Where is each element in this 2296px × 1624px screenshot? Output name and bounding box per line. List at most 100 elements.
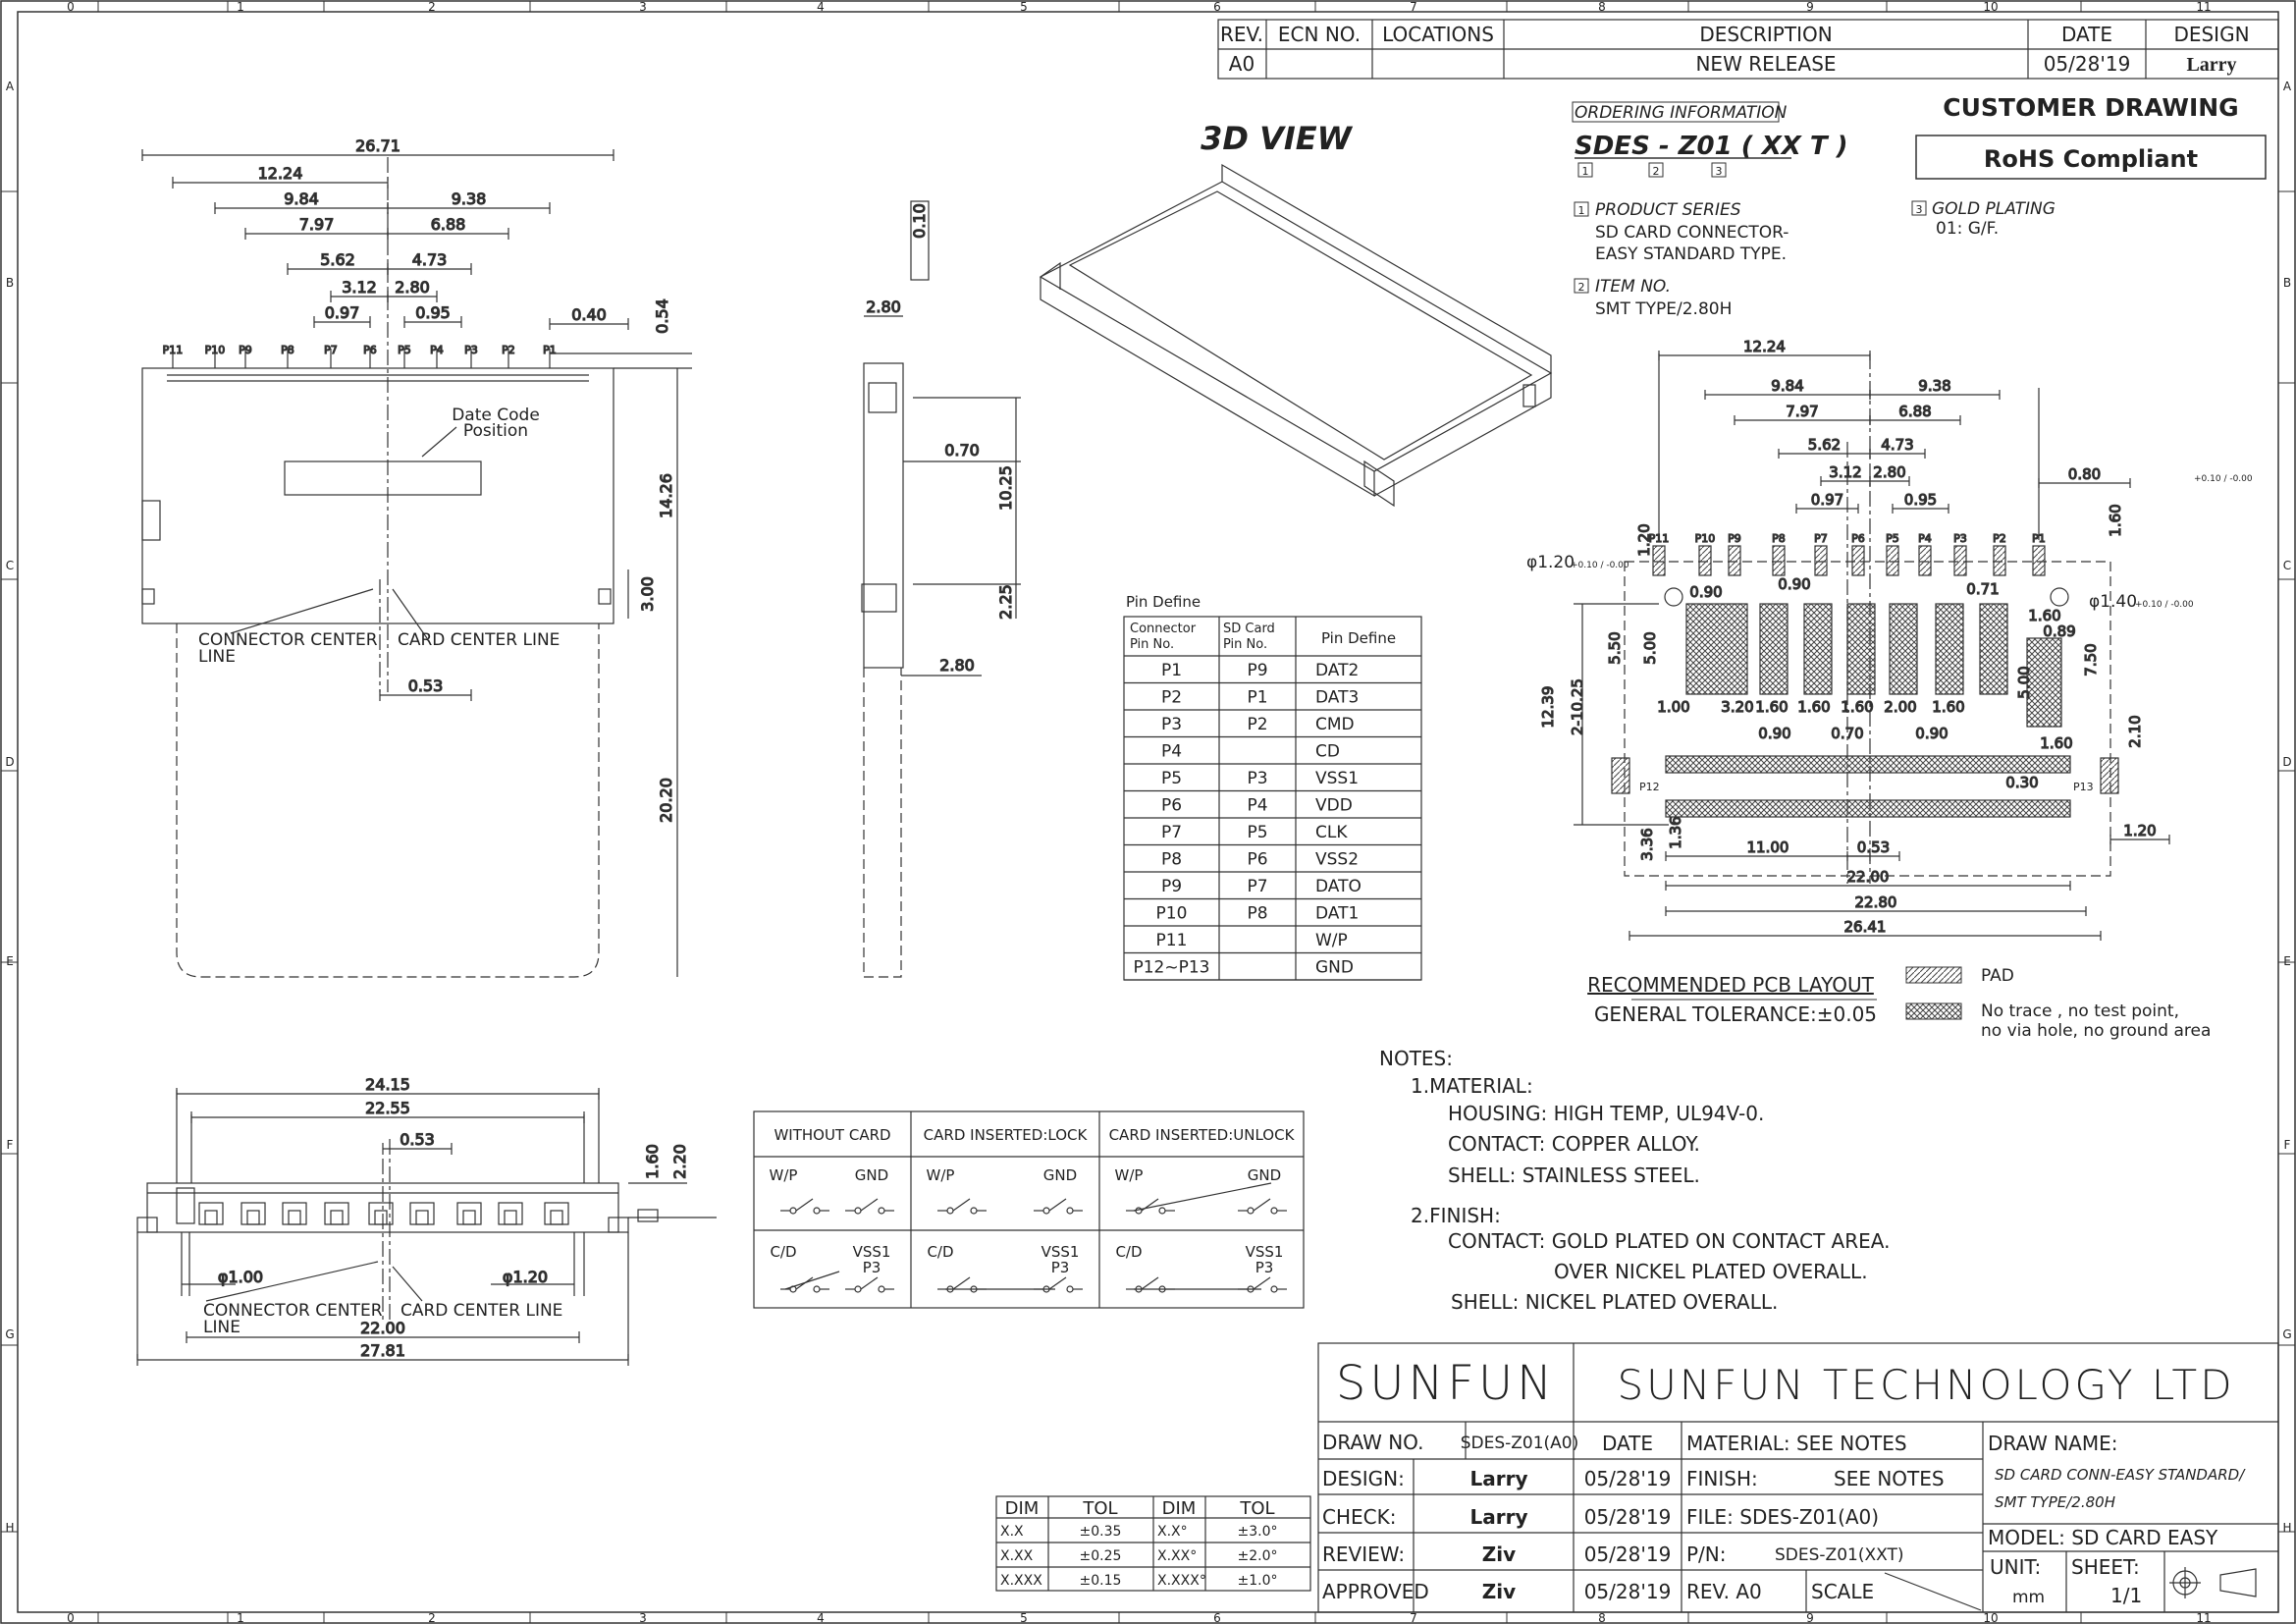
pad-dim-tol: +0.10 / -0.00 bbox=[2194, 474, 2253, 484]
grid-col-label: 4 bbox=[817, 1611, 825, 1624]
connector-center-line: LINE bbox=[198, 647, 236, 667]
side-dim-10-25: 10.25 bbox=[996, 465, 1015, 511]
pcb-dim-4-73: 4.73 bbox=[1881, 436, 1913, 454]
pin-table-define-cell: DAT2 bbox=[1315, 661, 1359, 680]
bottom-dim-2-20: 2.20 bbox=[670, 1144, 689, 1179]
front-pin-label: P8 bbox=[281, 344, 294, 356]
pcb-labels: P12 P13 φ1.20 +0.10 / -0.00 φ1.40 +0.10 … bbox=[1526, 474, 2253, 1041]
legend-pad-label: PAD bbox=[1981, 966, 2014, 986]
finish-label: FINISH: bbox=[1686, 1467, 1758, 1490]
pcb-pin-label: P6 bbox=[1851, 532, 1865, 545]
dim-6-88: 6.88 bbox=[431, 215, 466, 234]
tol-cell: X.X° bbox=[1157, 1524, 1188, 1540]
hole-2-label: φ1.40 bbox=[2089, 592, 2137, 612]
tol-cell: ±2.0° bbox=[1238, 1548, 1278, 1564]
revision-block bbox=[1217, 19, 2279, 80]
bottom-connector-line: LINE bbox=[203, 1318, 240, 1337]
rev-label: REV. A0 bbox=[1686, 1580, 1762, 1603]
hole-2-tol: +0.10 / -0.00 bbox=[2135, 600, 2194, 610]
pin-table-define-cell: CD bbox=[1315, 742, 1340, 762]
tol-cell: ±0.35 bbox=[1080, 1524, 1122, 1540]
customer-drawing: CUSTOMER DRAWING bbox=[1943, 93, 2238, 122]
approval-date: 05/28'19 bbox=[1584, 1505, 1672, 1529]
tol-cell: X.XX bbox=[1000, 1548, 1034, 1564]
pin-table-header-sd: SD Card bbox=[1223, 622, 1275, 636]
pcb-dim-26-41: 26.41 bbox=[1844, 918, 1887, 936]
front-pin-label: P9 bbox=[239, 344, 252, 356]
approval-date: 05/28'19 bbox=[1584, 1580, 1672, 1603]
grid-col-label: 10 bbox=[1983, 0, 1998, 14]
pin-table-connector-cell: P2 bbox=[1161, 688, 1182, 708]
pcb-dim-12-39: 12.39 bbox=[1539, 686, 1557, 729]
grid-col-label: 8 bbox=[1598, 1611, 1606, 1624]
pcb-dim-0-30: 0.30 bbox=[2005, 774, 2038, 791]
grid-row-label: H bbox=[2282, 1521, 2291, 1535]
grid-row-label: D bbox=[5, 755, 14, 769]
bottom-dim-22-00: 22.00 bbox=[360, 1319, 405, 1337]
pcb-pad-dim: 0.90 bbox=[1758, 725, 1790, 742]
front-pin-label: P11 bbox=[163, 344, 184, 356]
pcb-tolerance: GENERAL TOLERANCE:±0.05 bbox=[1594, 1002, 1877, 1026]
bottom-card-center: CARD CENTER LINE bbox=[400, 1301, 562, 1321]
side-dim-0-10: 0.10 bbox=[910, 203, 929, 239]
pcb-dim-1-20-top: 1.20 bbox=[1635, 523, 1653, 556]
front-pin-label: P2 bbox=[502, 344, 515, 356]
revision-text: REV. ECN NO. LOCATIONS DESCRIPTION DATE … bbox=[1220, 23, 2250, 76]
side-dim-2-80: 2.80 bbox=[866, 298, 901, 316]
title-block-text: SUNFUN SUNFUN TECHNOLOGY LTD DRAW NO. SD… bbox=[1322, 1356, 2246, 1607]
dim-26-71: 26.71 bbox=[355, 136, 400, 155]
pin-table-header-define: Pin Define bbox=[1321, 629, 1396, 647]
pin-table-connector-cell: P6 bbox=[1161, 796, 1182, 816]
tol-cell: X.XX° bbox=[1157, 1548, 1197, 1564]
grid-row-label: B bbox=[2283, 276, 2291, 290]
pin-table-header-connector: Connector bbox=[1130, 622, 1197, 636]
pcb-pad-dim: 1.60 bbox=[1932, 698, 1964, 716]
pcb-pin-label: P2 bbox=[1993, 532, 2006, 545]
tol-cell: ±3.0° bbox=[1238, 1524, 1278, 1540]
dim-0-95: 0.95 bbox=[415, 303, 451, 322]
switch-table-header: CARD INSERTED:LOCK bbox=[924, 1126, 1089, 1144]
grid-col-label: 1 bbox=[237, 0, 244, 14]
unit-value: mm bbox=[2012, 1588, 2045, 1607]
pcb-dim-5-00-r: 5.00 bbox=[2015, 666, 2033, 698]
switch-table bbox=[753, 1110, 1305, 1309]
pin-table-define-cell: CLK bbox=[1315, 823, 1348, 842]
pcb-dim-22-80: 22.80 bbox=[1855, 893, 1897, 911]
pin-table-connector-cell: P11 bbox=[1156, 931, 1188, 950]
pcb-dim-1-60-r: 1.60 bbox=[2028, 607, 2060, 624]
grid-col-label: 7 bbox=[1410, 0, 1417, 14]
pin-table-sd-cell: P8 bbox=[1247, 904, 1267, 924]
switch-gnd-label: GND bbox=[855, 1166, 888, 1184]
switch-p3-label: P3 bbox=[863, 1259, 881, 1276]
bottom-hole-1-00: φ1.00 bbox=[218, 1268, 263, 1286]
tol-cell: X.XXX bbox=[1000, 1573, 1042, 1589]
switch-gnd-label: GND bbox=[1248, 1166, 1281, 1184]
side-dim-0-70: 0.70 bbox=[944, 441, 980, 460]
file-label: FILE: SDES-Z01(A0) bbox=[1686, 1505, 1879, 1529]
hole-1-label: φ1.20 bbox=[1526, 553, 1575, 572]
grid-row-label: A bbox=[6, 80, 15, 93]
pcb-dim-2-80: 2.80 bbox=[1873, 463, 1905, 481]
side-dim-2-80b: 2.80 bbox=[939, 656, 975, 675]
pcb-pin-label: P5 bbox=[1886, 532, 1899, 545]
pcb-pin-label: P4 bbox=[1918, 532, 1932, 545]
dim-20-20: 20.20 bbox=[657, 778, 675, 823]
grid-col-label: 0 bbox=[67, 0, 75, 14]
pcb-dim-7-50: 7.50 bbox=[2082, 643, 2100, 676]
approval-name: Larry bbox=[1469, 1467, 1527, 1490]
tol-cell: ±1.0° bbox=[1238, 1573, 1278, 1589]
pcb-dim-6-88: 6.88 bbox=[1898, 403, 1931, 420]
pcb-dim-0-97: 0.97 bbox=[1811, 491, 1843, 509]
pcb-pin-label: P3 bbox=[1953, 532, 1967, 545]
grid-row-label: C bbox=[6, 559, 14, 572]
tol-cell: ±0.15 bbox=[1080, 1573, 1122, 1589]
pcb-dim-3-12: 3.12 bbox=[1829, 463, 1861, 481]
pcb-dim-1-36: 1.36 bbox=[1667, 816, 1684, 848]
note-material: 1.MATERIAL: bbox=[1411, 1074, 1533, 1098]
gold-marker: 3 bbox=[1916, 203, 1923, 216]
dim-0-40: 0.40 bbox=[571, 305, 607, 324]
product-series-line-2: EASY STANDARD TYPE. bbox=[1595, 244, 1787, 264]
